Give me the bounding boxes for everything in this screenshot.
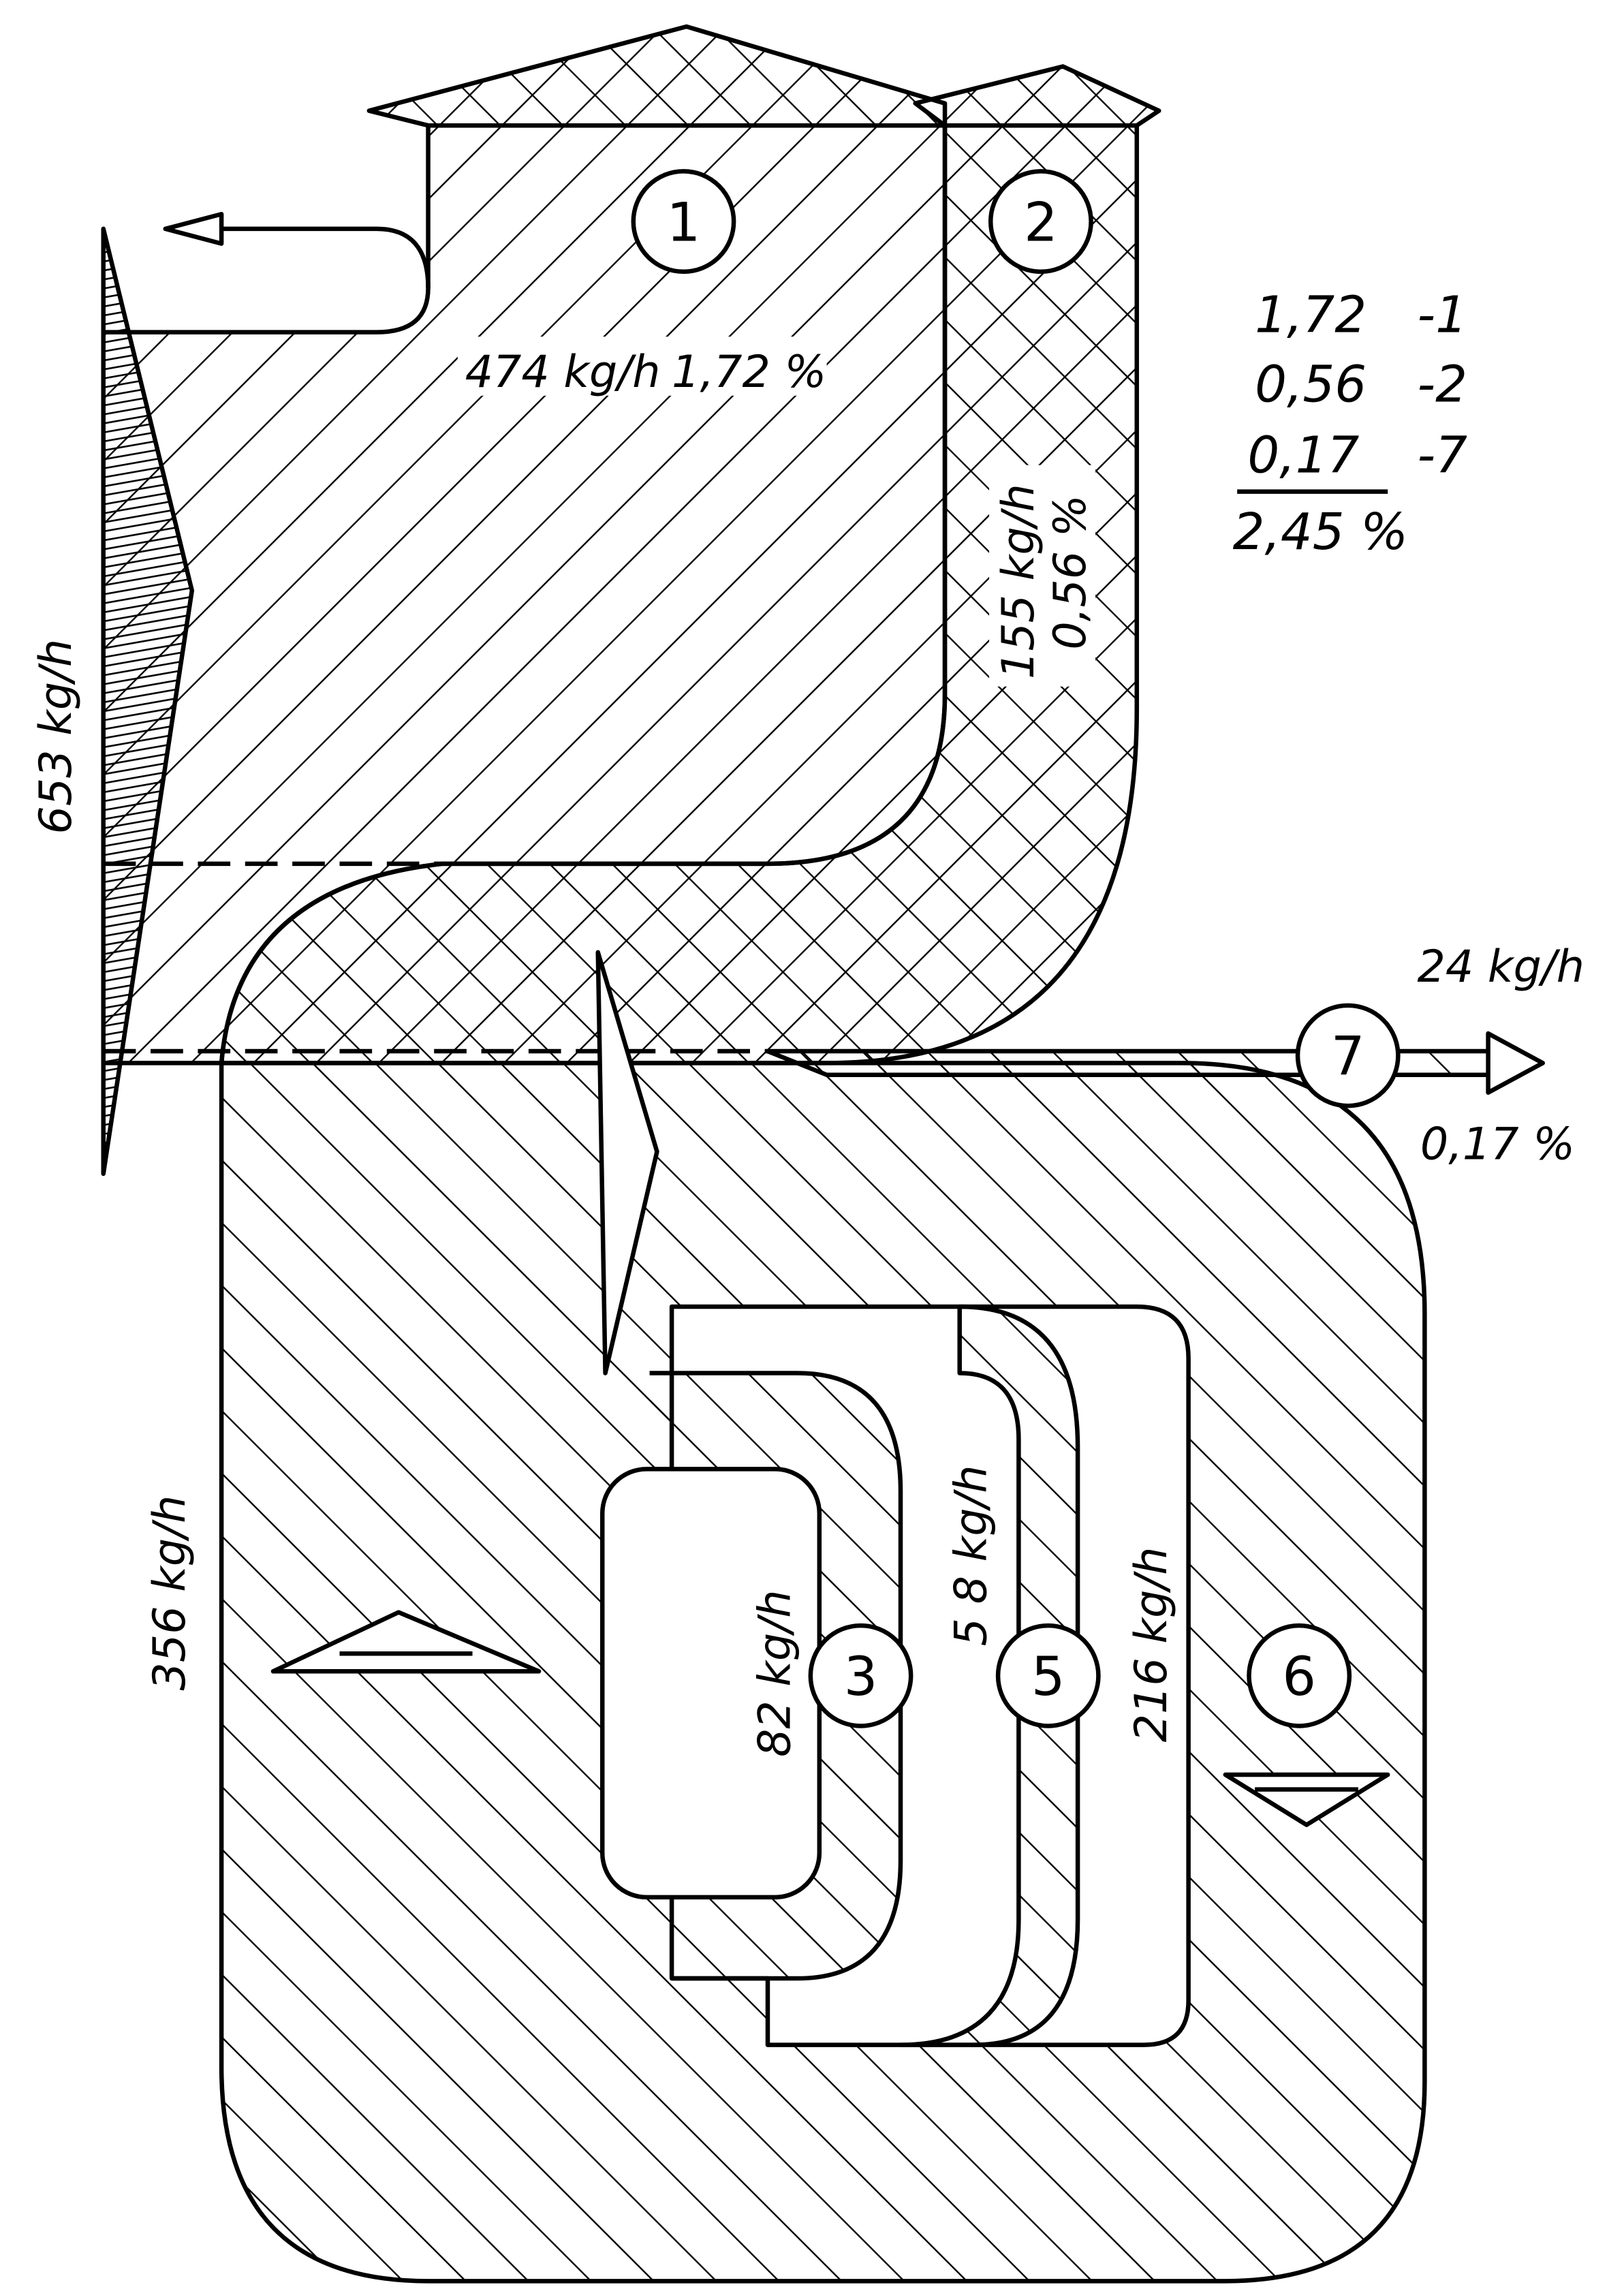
summary-value: 0,56 (1255, 356, 1367, 414)
stream-marker-1 (631, 169, 736, 275)
marker-label-5: 5 (1031, 1647, 1065, 1708)
marker-label-2: 2 (1024, 192, 1058, 253)
roof-1 (366, 24, 948, 128)
stream-marker-6 (1247, 1623, 1352, 1728)
stream-marker-7 (1295, 1003, 1401, 1108)
arrow-head-left (163, 211, 224, 246)
stream-marker-3 (808, 1623, 914, 1728)
triangle-left (270, 1610, 542, 1674)
summary-value: 1,72 (1255, 287, 1367, 345)
stream-2-percent: 0,56 % (1045, 495, 1096, 649)
stream-marker-5 (995, 1623, 1101, 1728)
loss-summary: 1,72 -1 0,56 -2 0,17 -7 2,45 % (1233, 287, 1467, 562)
summary-ref: -2 (1418, 356, 1467, 414)
marker-label-6: 6 (1282, 1647, 1316, 1708)
summary-ref: -1 (1418, 287, 1467, 345)
roof-2 (913, 64, 1161, 128)
stream-2-region (219, 123, 1140, 1065)
summary-value: 0,17 (1247, 427, 1359, 485)
summary-total: 2,45 % (1233, 503, 1408, 561)
stream-1-flow: 474 kg/h (465, 347, 661, 398)
marker-label-3: 3 (844, 1647, 878, 1708)
stream-3-flow: 82 kg/h (749, 1590, 800, 1757)
marker-label-1: 1 (667, 192, 701, 253)
marker-label-7: 7 (1331, 1027, 1365, 1088)
summary-ref: -7 (1418, 427, 1468, 485)
stream-marker-2 (988, 169, 1093, 275)
stream-5-flow: 5 8 kg/h (946, 1465, 997, 1646)
stream-7-flow: 24 kg/h (1418, 942, 1584, 993)
input-triangle-middle (595, 950, 659, 1375)
exhaust-arrow (221, 226, 431, 288)
stream-5-band (898, 1304, 1080, 2047)
input-lower-flow: 356 kg/h (144, 1495, 196, 1691)
input-triangle-large (101, 226, 195, 1177)
stream-1-percent: 1,72 % (672, 347, 826, 398)
input-total-flow: 653 kg/h (31, 639, 82, 835)
stream-6-flow: 216 kg/h (1126, 1547, 1177, 1743)
stream-2-flow: 155 kg/h (993, 484, 1044, 679)
stream-7-percent: 0,17 % (1420, 1119, 1575, 1170)
arrow-head-right (1486, 1031, 1546, 1095)
